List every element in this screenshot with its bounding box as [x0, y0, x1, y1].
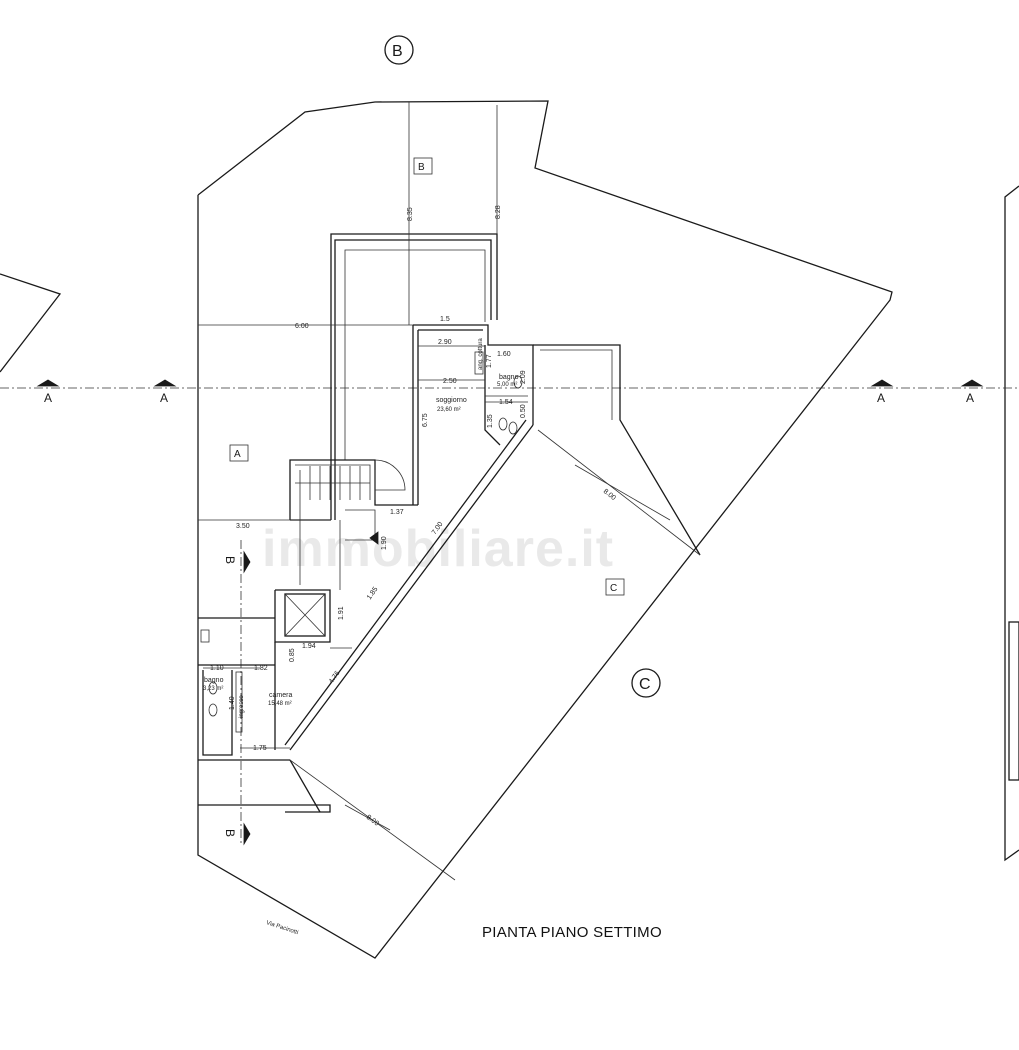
- section-label-a-4: A: [966, 391, 974, 405]
- dim-1-94: 1.94: [302, 643, 316, 650]
- section-arrow-b-1: [243, 550, 251, 574]
- dim-1-91: 1.91: [338, 606, 345, 620]
- section-label-a-3: A: [877, 391, 885, 405]
- room-ingresso: ingresso: [239, 695, 245, 718]
- site-boundary: [197, 100, 893, 959]
- section-label-a-2: A: [160, 391, 168, 405]
- room-soggiorno-area: 23,60 m²: [437, 407, 461, 413]
- plan-title: PIANTA PIANO SETTIMO: [482, 924, 662, 941]
- dim-1-35: 1.35: [487, 414, 494, 428]
- dim-1-37: 1.37: [390, 509, 404, 516]
- dim-2-50: 2.50: [443, 378, 457, 385]
- left-sheet-fragment: [0, 273, 62, 373]
- zone-label-c: C: [610, 583, 617, 594]
- room-camera-name: camera: [269, 692, 292, 699]
- zone-box-c: [605, 578, 625, 596]
- dim-0-50: 0.50: [520, 404, 527, 418]
- dim-1-5: 1.5: [440, 316, 450, 323]
- right-sheet-box: [1008, 621, 1019, 781]
- zone-label-b: B: [418, 162, 425, 173]
- section-circle-c: [631, 668, 661, 698]
- zone-box-b: [413, 157, 433, 175]
- section-label-a-1: A: [44, 391, 52, 405]
- upper-terrace: [330, 233, 498, 520]
- dim-1-40: 1.40: [229, 696, 236, 710]
- street-label: Via Pacinotti: [265, 920, 298, 936]
- watermark-text: immobiliare.it: [262, 520, 614, 578]
- dim-1-90: 1.90: [381, 536, 388, 550]
- dim-1-77: 1.77: [486, 354, 493, 368]
- section-arrow-b-2: [243, 822, 251, 846]
- dim-3-50: 3.50: [236, 523, 250, 530]
- stairs: [295, 466, 370, 500]
- dim-1-82: 1.82: [254, 665, 268, 672]
- room-bagno1-area: 5,00 m²: [497, 382, 517, 388]
- dim-2-90: 2.90: [438, 339, 452, 346]
- dim-1-60: 1.60: [497, 351, 511, 358]
- room-soggiorno-name: soggiorno: [436, 397, 467, 404]
- room-bagno2-name: bagno: [204, 677, 224, 684]
- dim-1-54: 1.54: [499, 399, 513, 406]
- dim-0-85: 0.85: [289, 648, 296, 662]
- dim-1-10: 1.10: [210, 665, 224, 672]
- section-circle-c-label: C: [639, 676, 651, 693]
- section-circle-b: [384, 35, 414, 65]
- right-sheet-fragment: [1004, 185, 1019, 862]
- section-label-b-2: B: [223, 829, 237, 837]
- section-label-b-1: B: [223, 556, 237, 564]
- room-ang-cottura: ang. cottura: [478, 338, 484, 370]
- room-camera-area: 15,48 m²: [268, 701, 292, 707]
- zone-label-a: A: [234, 449, 241, 460]
- section-circle-b-label: B: [392, 43, 403, 60]
- section-arrow-a-3: [870, 379, 894, 387]
- dimension-lines: [198, 102, 671, 831]
- dim-1-75: 1.75: [253, 745, 267, 752]
- dim-8-35: 8.35: [407, 207, 414, 221]
- dim-8-00-a: 8.00: [602, 488, 617, 502]
- dim-2-09: 2.09: [520, 370, 527, 384]
- dim-8-28: 8.28: [495, 205, 502, 219]
- bathroom-fixtures: [208, 351, 523, 733]
- section-arrow-a-1: [36, 379, 60, 387]
- dim-6-75: 6.75: [422, 413, 429, 427]
- dim-8-00-b: 8.00: [365, 814, 380, 828]
- section-arrow-a-2: [153, 379, 177, 387]
- zone-box-a: [229, 444, 249, 462]
- section-arrow-a-4: [960, 379, 984, 387]
- dim-1-85: 1.85: [366, 586, 380, 601]
- room-bagno1-name: bagno: [499, 374, 519, 381]
- room-bagno2-area: 3,23 m²: [203, 686, 223, 692]
- dim-6-00: 6.00: [295, 323, 309, 330]
